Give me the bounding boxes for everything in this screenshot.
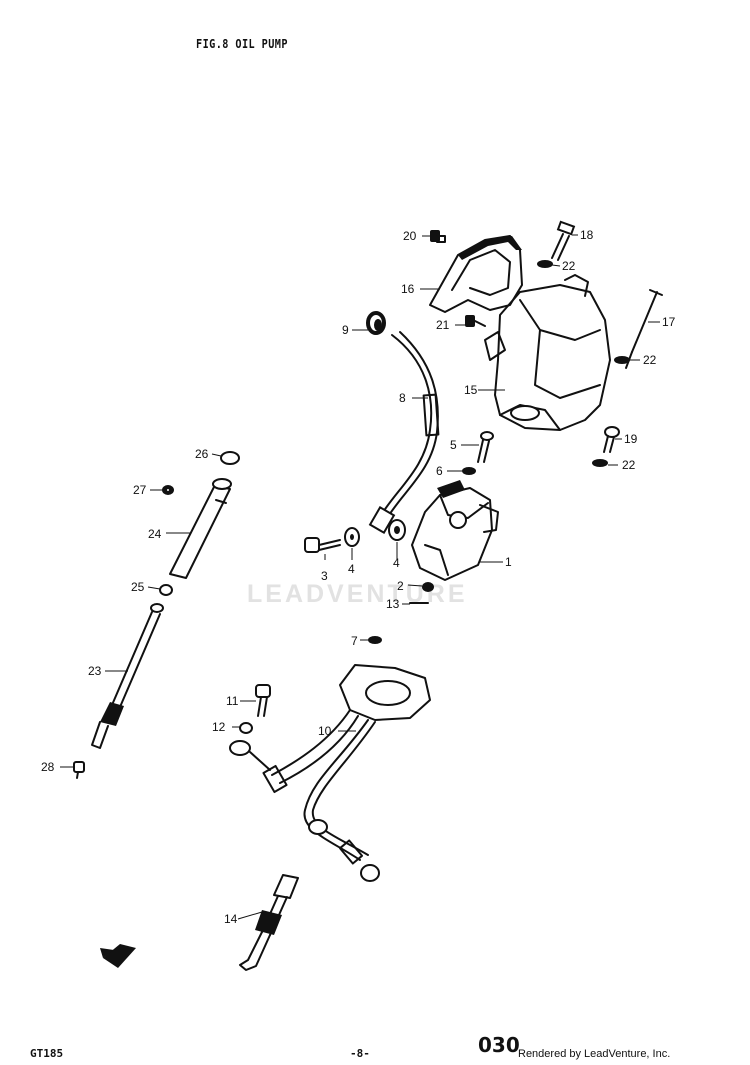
- clip-27-drawing[interactable]: [162, 485, 174, 495]
- oil-pipe-8-drawing[interactable]: [368, 331, 440, 535]
- callout-6: 6: [436, 464, 443, 478]
- o-ring-25-drawing[interactable]: [159, 584, 173, 596]
- callout-23: 23: [88, 664, 102, 678]
- arrow-icon: [100, 944, 136, 968]
- callout-19: 19: [624, 432, 638, 446]
- callout-17: 17: [662, 315, 676, 329]
- callout-16: 16: [401, 282, 415, 296]
- callout-21: 21: [436, 318, 450, 332]
- gasket-7-drawing[interactable]: [368, 636, 382, 644]
- callout-27: 27: [133, 483, 147, 497]
- bolt-5-drawing[interactable]: [477, 431, 494, 463]
- washer-12-drawing[interactable]: [239, 722, 253, 734]
- page-marker: -8-: [350, 1047, 370, 1060]
- washer-22c-drawing[interactable]: [592, 459, 608, 467]
- screw-20-drawing[interactable]: [430, 230, 446, 243]
- render-credit: Rendered by LeadVenture, Inc.: [518, 1048, 671, 1060]
- shaft-23-drawing[interactable]: [91, 603, 164, 749]
- callout-4a: 4: [348, 562, 355, 576]
- callout-24: 24: [148, 527, 162, 541]
- callout-14: 14: [224, 912, 238, 926]
- callout-8: 8: [399, 391, 406, 405]
- callout-labels: 1 2 3 4 4 5 6 7 8 9 10 11 12 13 14 15 16…: [41, 228, 676, 926]
- seal-2-drawing[interactable]: [422, 582, 434, 592]
- washer-6-drawing[interactable]: [462, 467, 476, 475]
- o-ring-26-drawing[interactable]: [220, 451, 240, 465]
- callout-4b: 4: [393, 556, 400, 570]
- callout-13: 13: [386, 597, 400, 611]
- callout-25: 25: [131, 580, 145, 594]
- callout-22a: 22: [562, 259, 576, 273]
- screw-19-drawing[interactable]: [603, 426, 620, 453]
- washer-4a-drawing[interactable]: [344, 527, 360, 547]
- callout-10: 10: [318, 724, 332, 738]
- model-code: GT185: [30, 1047, 64, 1060]
- screw-21-drawing[interactable]: [465, 315, 486, 327]
- callout-5: 5: [450, 438, 457, 452]
- oil-pump-body-drawing[interactable]: [411, 480, 499, 581]
- callout-11: 11: [226, 694, 239, 708]
- clip-9-drawing[interactable]: [366, 311, 386, 335]
- washer-22a-drawing[interactable]: [537, 260, 553, 268]
- callout-1: 1: [505, 555, 512, 569]
- washer-22b-drawing[interactable]: [614, 356, 630, 364]
- leader-lines: [60, 234, 660, 920]
- callout-3: 3: [321, 569, 328, 583]
- callout-12: 12: [212, 720, 226, 734]
- bolt-28-drawing[interactable]: [73, 761, 85, 779]
- callout-9: 9: [342, 323, 349, 337]
- figure-title: FIG.8 OIL PUMP: [196, 37, 288, 51]
- callout-22b: 22: [643, 353, 657, 367]
- drive-shaft-14-drawing[interactable]: [239, 874, 299, 971]
- callout-28: 28: [41, 760, 55, 774]
- callout-2: 2: [397, 579, 404, 593]
- callout-26: 26: [195, 447, 209, 461]
- callout-18: 18: [580, 228, 594, 242]
- callout-15: 15: [464, 383, 478, 397]
- pipe-plate-10-drawing[interactable]: [229, 664, 431, 882]
- callout-7: 7: [351, 634, 358, 648]
- bolt-3-drawing[interactable]: [304, 537, 341, 553]
- cover-bracket-drawing[interactable]: [429, 235, 523, 313]
- screw-11-drawing[interactable]: [255, 684, 271, 717]
- page-number: 030: [478, 1033, 520, 1057]
- bolt-18-drawing[interactable]: [551, 220, 576, 261]
- tube-24-drawing[interactable]: [169, 478, 232, 579]
- washer-4b-drawing[interactable]: [388, 519, 406, 541]
- pump-cover-drawing[interactable]: [484, 274, 611, 431]
- callout-22c: 22: [622, 458, 636, 472]
- callout-20: 20: [403, 229, 417, 243]
